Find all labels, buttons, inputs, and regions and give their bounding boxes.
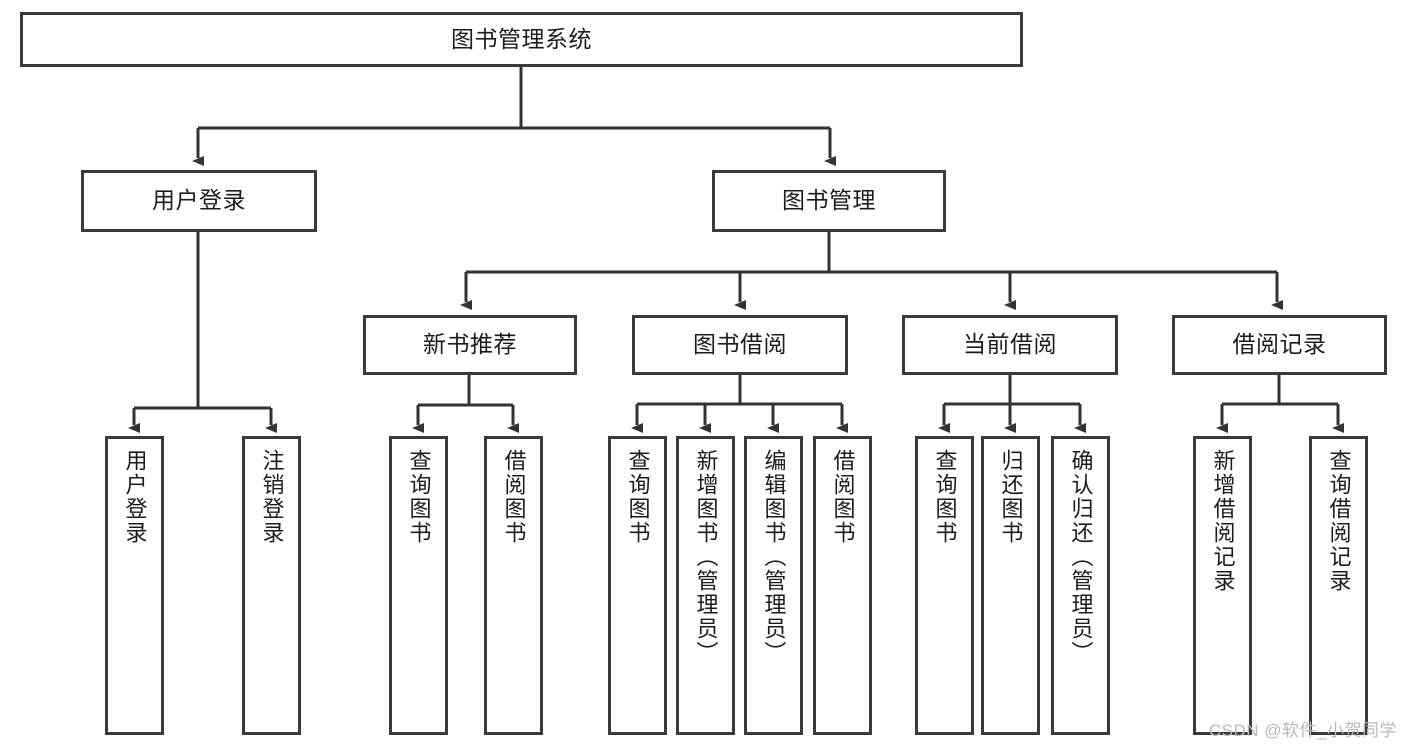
node-label: 新增借阅记录: [1210, 449, 1236, 593]
leaf-confirm-return-admin[interactable]: 确认归还（管理员）: [1051, 436, 1110, 735]
node-label: 查询借阅记录: [1326, 449, 1352, 593]
node-label: 查询图书: [932, 449, 958, 545]
leaf-query-borrow-record[interactable]: 查询借阅记录: [1309, 436, 1368, 735]
node-label: 注销登录: [259, 449, 285, 545]
node-label: 用户登录: [122, 449, 148, 545]
node-label: 用户登录: [152, 187, 246, 214]
node-label: 新书推荐: [423, 331, 517, 358]
node-label: 图书借阅: [693, 331, 787, 358]
node-borrowing-record[interactable]: 借阅记录: [1172, 315, 1387, 375]
node-label: 图书管理系统: [451, 25, 592, 52]
leaf-query-books-borrow[interactable]: 查询图书: [608, 436, 667, 735]
leaf-query-books-rec[interactable]: 查询图书: [389, 436, 448, 735]
node-label: 新增图书（管理员）: [693, 449, 719, 665]
leaf-borrow-books-rec[interactable]: 借阅图书: [484, 436, 543, 735]
leaf-user-login[interactable]: 用户登录: [105, 436, 164, 735]
node-label: 借阅图书: [501, 449, 527, 545]
leaf-query-books-current[interactable]: 查询图书: [915, 436, 974, 735]
node-label: 查询图书: [625, 449, 651, 545]
leaf-add-book-admin[interactable]: 新增图书（管理员）: [676, 436, 735, 735]
node-label: 借阅记录: [1232, 331, 1327, 358]
node-label: 编辑图书（管理员）: [761, 449, 787, 665]
leaf-return-books[interactable]: 归还图书: [981, 436, 1040, 735]
node-label: 借阅图书: [830, 449, 856, 545]
node-user-login[interactable]: 用户登录: [81, 170, 317, 232]
node-label: 确认归还（管理员）: [1068, 449, 1094, 665]
leaf-edit-book-admin[interactable]: 编辑图书（管理员）: [744, 436, 803, 735]
node-book-borrowing[interactable]: 图书借阅: [632, 315, 848, 375]
leaf-add-borrow-record[interactable]: 新增借阅记录: [1193, 436, 1252, 735]
leaf-borrow-books[interactable]: 借阅图书: [813, 436, 872, 735]
node-label: 归还图书: [998, 449, 1024, 545]
node-current-borrowing[interactable]: 当前借阅: [902, 315, 1118, 375]
leaf-logout[interactable]: 注销登录: [242, 436, 301, 735]
node-root-book-management-system[interactable]: 图书管理系统: [20, 12, 1023, 67]
node-book-management[interactable]: 图书管理: [712, 170, 946, 232]
node-label: 图书管理: [782, 187, 876, 214]
node-label: 当前借阅: [963, 331, 1057, 358]
node-label: 查询图书: [406, 449, 432, 545]
node-new-book-recommendation[interactable]: 新书推荐: [363, 315, 577, 375]
